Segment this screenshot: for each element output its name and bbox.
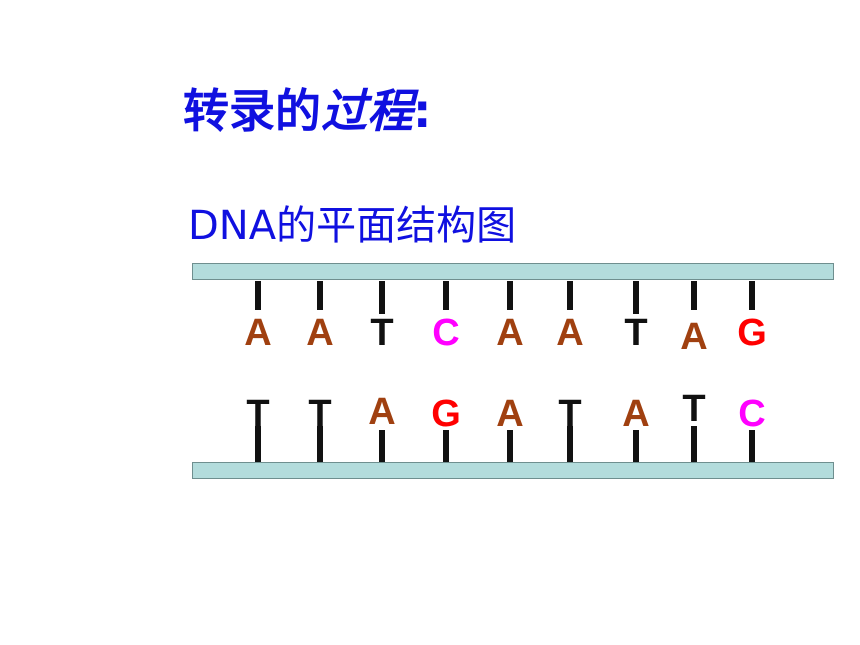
bottom-stick-3 — [379, 430, 385, 462]
top-base-9: G — [737, 312, 767, 354]
bottom-stick-7 — [633, 430, 639, 462]
top-stick-7 — [633, 281, 639, 314]
top-base-1: A — [244, 312, 272, 354]
bottom-base-6: T — [558, 393, 582, 435]
top-base-7: T — [624, 312, 648, 354]
top-base-2: A — [306, 312, 334, 354]
bottom-base-1: T — [246, 393, 270, 435]
bottom-base-8: T — [682, 388, 706, 430]
title-part1: 转录的 — [183, 84, 321, 138]
top-stick-4 — [443, 281, 449, 310]
top-stick-6 — [567, 281, 573, 310]
bottom-base-3: A — [368, 391, 396, 433]
bottom-stick-4 — [443, 430, 449, 462]
bottom-base-7: A — [622, 393, 650, 435]
bottom-base-5: A — [496, 393, 524, 435]
slide-title: 转录的过程: — [183, 88, 431, 134]
bottom-stick-9 — [749, 430, 755, 462]
bottom-stick-5 — [507, 430, 513, 462]
bottom-stick-1 — [255, 426, 261, 462]
top-stick-9 — [749, 281, 755, 310]
top-stick-2 — [317, 281, 323, 310]
top-base-6: A — [556, 312, 584, 354]
bottom-stick-2 — [317, 426, 323, 462]
top-stick-5 — [507, 281, 513, 310]
bottom-stick-6 — [567, 426, 573, 462]
title-part2: 过程 — [321, 84, 413, 138]
bottom-base-9: C — [738, 393, 766, 435]
top-stick-1 — [255, 281, 261, 310]
bottom-base-4: G — [431, 393, 461, 435]
top-base-5: A — [496, 312, 524, 354]
bottom-backbone — [192, 462, 834, 479]
top-backbone — [192, 263, 834, 280]
diagram-subtitle: DNA的平面结构图 — [188, 203, 517, 249]
top-base-4: C — [432, 312, 460, 354]
top-stick-3 — [379, 281, 385, 314]
bottom-base-2: T — [308, 393, 332, 435]
title-part3: : — [413, 84, 432, 138]
top-base-3: T — [370, 312, 394, 354]
bottom-stick-8 — [691, 426, 697, 462]
top-stick-8 — [691, 281, 697, 310]
top-base-8: A — [680, 316, 708, 358]
